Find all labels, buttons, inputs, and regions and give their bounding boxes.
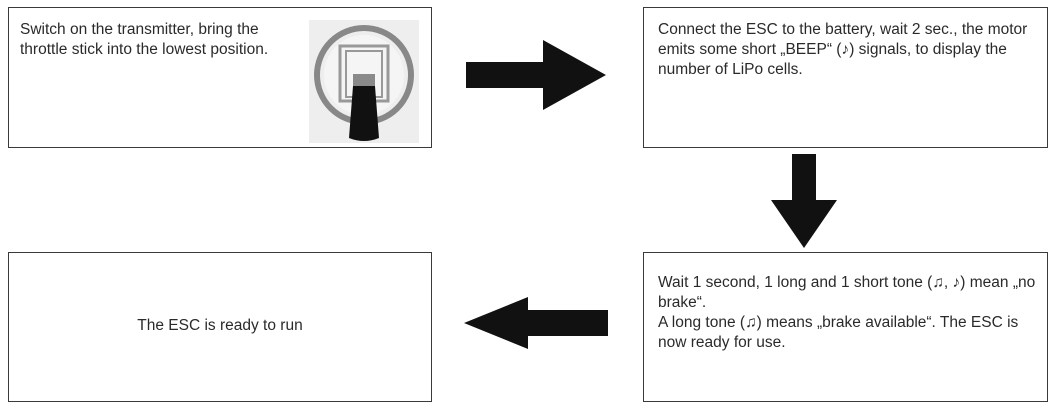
step-3-box: The ESC is ready to run <box>8 252 432 402</box>
throttle-stick-icon <box>309 20 419 143</box>
arrow-down-icon <box>771 154 837 253</box>
arrow-right-icon <box>466 40 606 115</box>
step-4-box: Wait 1 second, 1 long and 1 short tone (… <box>643 252 1048 402</box>
step-2-text: Connect the ESC to the battery, wait 2 s… <box>658 21 1028 78</box>
arrow-left-icon <box>464 297 608 354</box>
step-2-box: Connect the ESC to the battery, wait 2 s… <box>643 7 1048 148</box>
step-3-text: The ESC is ready to run <box>137 317 303 334</box>
step-1-box: Switch on the transmitter, bring the thr… <box>8 7 432 148</box>
step-1-text: Switch on the transmitter, bring the thr… <box>20 21 269 58</box>
step-4-text: Wait 1 second, 1 long and 1 short tone (… <box>658 274 1036 351</box>
